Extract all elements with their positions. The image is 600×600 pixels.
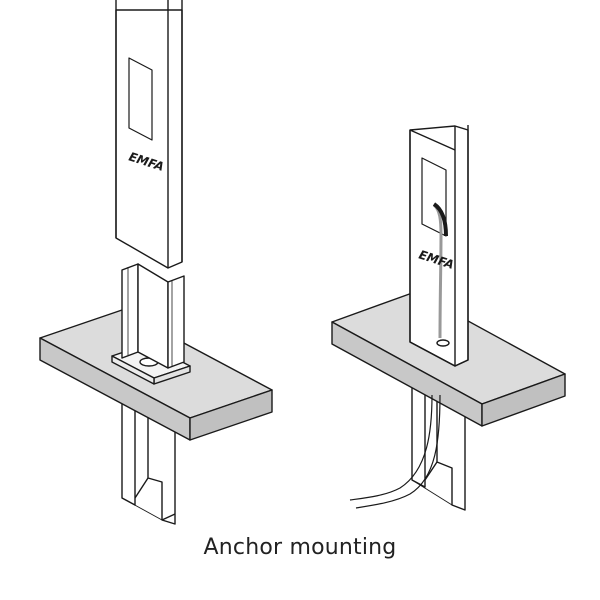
- left-underground-channel: [121, 400, 176, 525]
- cable-bend: [432, 202, 448, 237]
- right-underground-channel: [411, 388, 466, 511]
- diagram-caption: Anchor mounting: [203, 535, 397, 560]
- right-lighting-post: [409, 125, 469, 367]
- left-anchor-bracket: [111, 263, 191, 385]
- left-lighting-post: [115, 0, 183, 269]
- supply-cables: [349, 394, 441, 509]
- internal-cable: [432, 203, 443, 339]
